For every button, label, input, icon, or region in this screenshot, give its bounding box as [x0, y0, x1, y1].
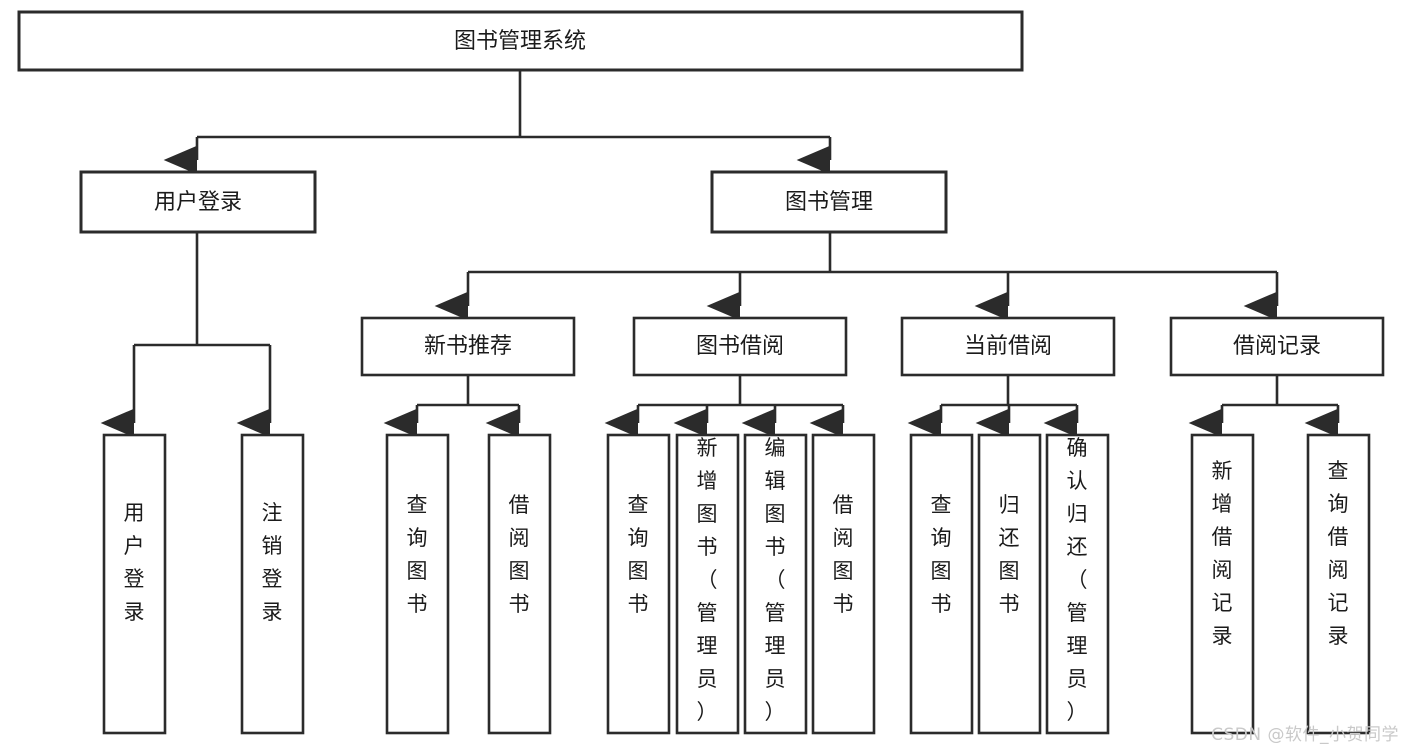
leaf-box[interactable]	[977, 433, 1042, 735]
leaf-box[interactable]	[675, 433, 740, 735]
node-root-box[interactable]	[17, 10, 1024, 72]
leaf-box[interactable]	[1190, 433, 1255, 735]
leaf-box[interactable]	[909, 433, 974, 735]
leaf-box[interactable]	[811, 433, 876, 735]
node-user-login[interactable]: 用户登录	[79, 170, 317, 234]
leaf-user-login-0[interactable]: 用户登录	[102, 433, 167, 735]
leaf-label: 归还图书	[999, 493, 1020, 616]
node-borrow-record-box[interactable]	[1169, 316, 1385, 377]
node-root-label: 图书管理系统	[454, 29, 586, 54]
leaf-label: 查询借阅记录	[1328, 459, 1349, 648]
connector-group-root	[163, 70, 832, 175]
node-book-manage-label: 图书管理	[785, 190, 873, 215]
leaf-label: 新增图书（管理员）	[697, 436, 718, 724]
leaf-book-borrow-0[interactable]: 查询图书	[606, 433, 671, 735]
connector-group-new-book	[383, 375, 521, 438]
leaf-book-borrow-3[interactable]: 借阅图书	[811, 433, 876, 735]
leaf-label: 新增借阅记录	[1212, 459, 1233, 648]
leaf-box[interactable]	[487, 433, 552, 735]
node-book-borrow-label: 图书借阅	[696, 334, 784, 359]
node-borrow-record[interactable]: 借阅记录	[1169, 316, 1385, 377]
leaf-label: 借阅图书	[509, 493, 530, 616]
leaf-new-book-0[interactable]: 查询图书	[385, 433, 450, 735]
node-new-book-label: 新书推荐	[424, 334, 512, 359]
leaf-label: 查询图书	[628, 493, 649, 616]
leaf-user-login-1[interactable]: 注销登录	[240, 433, 305, 735]
leaf-borrow-record-1[interactable]: 查询借阅记录	[1306, 433, 1371, 735]
leaf-book-borrow-2[interactable]: 编辑图书（管理员）	[743, 433, 808, 735]
node-book-borrow-box[interactable]	[632, 316, 848, 377]
connector-group-borrow-record	[1188, 375, 1340, 438]
leaf-box[interactable]	[1306, 433, 1371, 735]
leaf-label: 查询图书	[407, 493, 428, 616]
node-new-book-box[interactable]	[360, 316, 576, 377]
leaf-box[interactable]	[606, 433, 671, 735]
node-book-borrow[interactable]: 图书借阅	[632, 316, 848, 377]
leaf-label: 借阅图书	[833, 493, 854, 616]
leaf-box[interactable]	[385, 433, 450, 735]
leaf-book-borrow-1[interactable]: 新增图书（管理员）	[675, 433, 740, 735]
node-current-borrow-box[interactable]	[900, 316, 1116, 377]
leaf-box[interactable]	[743, 433, 808, 735]
leaf-current-borrow-2[interactable]: 确认归还（管理员）	[1045, 433, 1110, 735]
leaf-label: 用户登录	[124, 501, 145, 624]
node-user-login-box[interactable]	[79, 170, 317, 234]
leaf-label: 编辑图书（管理员）	[765, 436, 786, 724]
csdn-watermark: CSDN @软件_小贺同学	[1211, 725, 1399, 745]
node-current-borrow[interactable]: 当前借阅	[900, 316, 1116, 377]
leaf-label: 查询图书	[931, 493, 952, 616]
connector-group-current-borrow	[907, 375, 1079, 438]
leaf-new-book-1[interactable]: 借阅图书	[487, 433, 552, 735]
node-book-manage-box[interactable]	[710, 170, 948, 234]
leaf-box[interactable]	[1045, 433, 1110, 735]
leaf-box[interactable]	[240, 433, 305, 735]
leaf-label: 注销登录	[262, 501, 283, 624]
leaf-borrow-record-0[interactable]: 新增借阅记录	[1190, 433, 1255, 735]
leaf-current-borrow-0[interactable]: 查询图书	[909, 433, 974, 735]
node-new-book[interactable]: 新书推荐	[360, 316, 576, 377]
leaf-current-borrow-1[interactable]: 归还图书	[977, 433, 1042, 735]
node-current-borrow-label: 当前借阅	[964, 334, 1052, 359]
node-root[interactable]: 图书管理系统	[17, 10, 1024, 72]
connector-group-user-login	[100, 232, 272, 438]
leaf-box[interactable]	[102, 433, 167, 735]
connector-group-book-manage	[434, 232, 1279, 321]
node-borrow-record-label: 借阅记录	[1233, 334, 1321, 359]
connector-group-book-borrow	[604, 375, 845, 438]
node-book-manage[interactable]: 图书管理	[710, 170, 948, 234]
leaf-label: 确认归还（管理员）	[1067, 436, 1088, 724]
node-user-login-label: 用户登录	[154, 190, 242, 215]
